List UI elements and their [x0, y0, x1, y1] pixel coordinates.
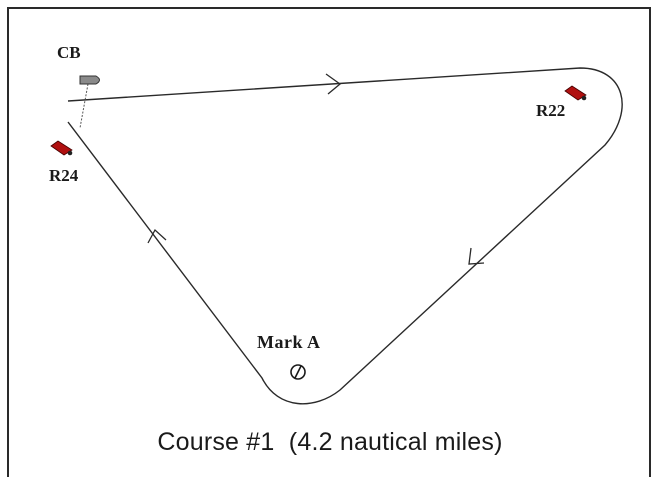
start-line — [79, 83, 89, 129]
diagram-frame — [7, 7, 651, 477]
committee-boat-icon — [79, 75, 100, 85]
course-path — [67, 67, 623, 405]
course-caption: Course #1 (4.2 nautical miles) — [157, 428, 503, 456]
round-buoy-icon — [290, 364, 306, 380]
arrowhead-icon — [325, 73, 342, 95]
red-buoy-icon — [50, 140, 73, 156]
r24-label: R24 — [49, 166, 79, 185]
r22-label: R22 — [536, 101, 565, 120]
committee-boat-label: CB — [57, 43, 81, 62]
red-buoy-icon — [564, 85, 587, 101]
mark-a-label: Mark A — [257, 332, 321, 352]
arrowhead-icon — [468, 247, 485, 265]
arrowhead-icon — [147, 228, 167, 244]
